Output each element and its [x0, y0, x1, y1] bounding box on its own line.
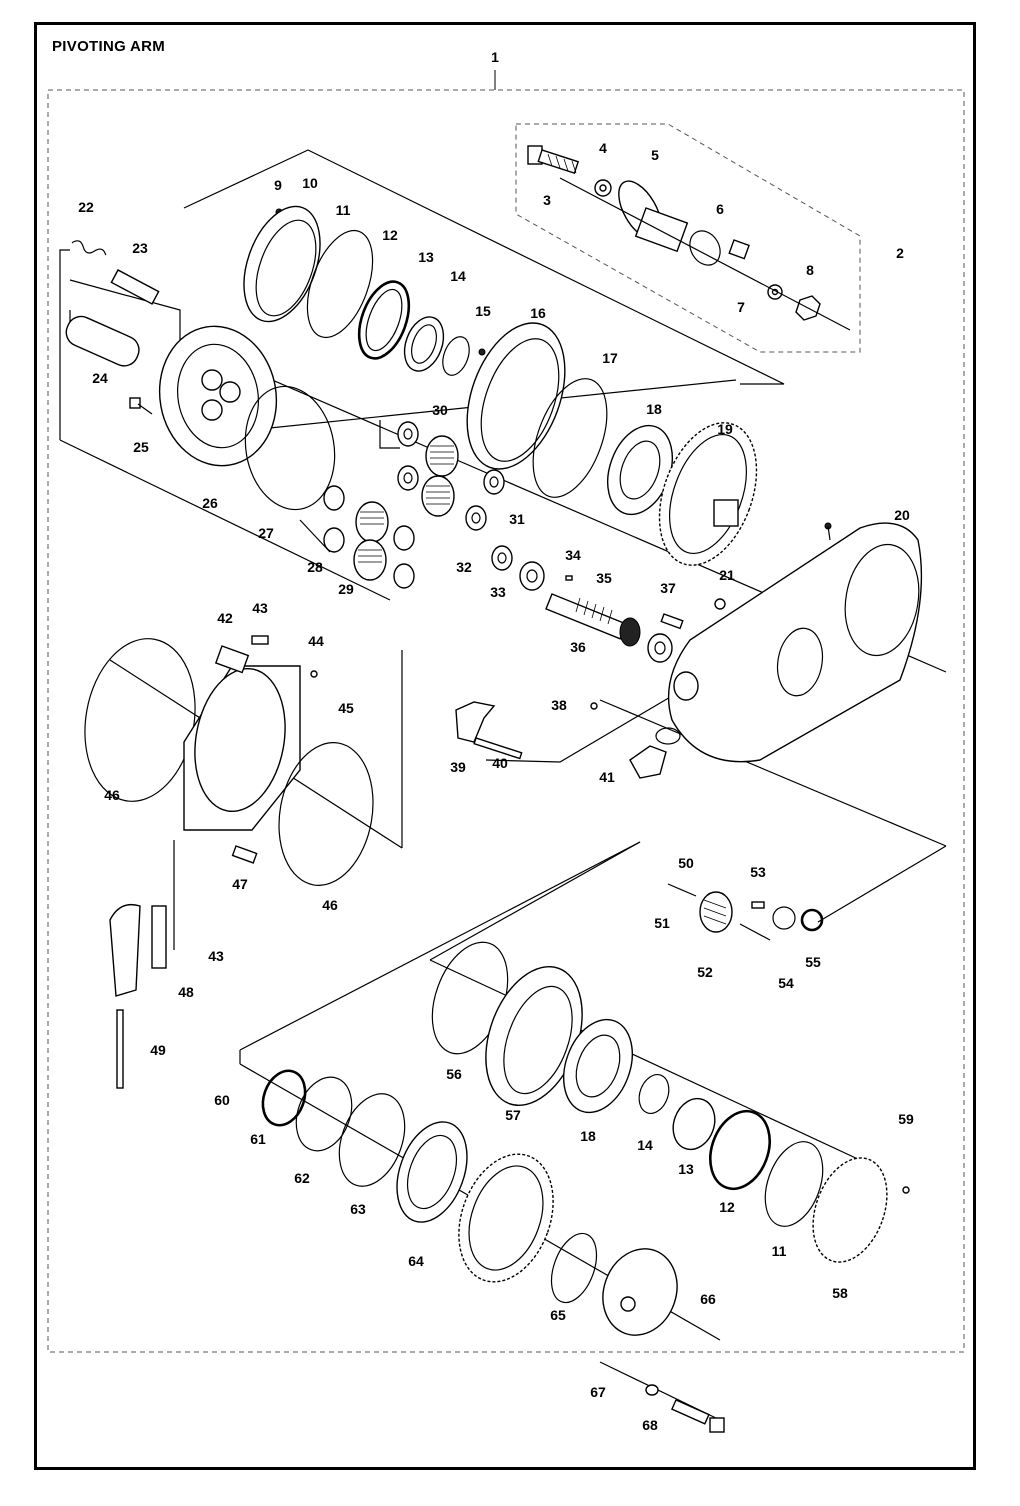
callout-label: 59: [898, 1111, 914, 1127]
callout-label: 54: [778, 975, 794, 991]
callout-label: 38: [551, 697, 567, 713]
callout-label: 40: [492, 755, 508, 771]
callout-label: 14: [450, 268, 466, 284]
callout-label: 15: [475, 303, 491, 319]
callout-label: 30: [432, 402, 448, 418]
callout-label: 49: [150, 1042, 166, 1058]
callout-label: 35: [596, 570, 612, 586]
callout-label: 19: [717, 421, 733, 437]
bearing-and-gear: [607, 422, 758, 566]
callout-label: 18: [580, 1128, 596, 1144]
callout-label: 37: [660, 580, 676, 596]
callout-label: 66: [700, 1291, 716, 1307]
callout-label: 64: [408, 1253, 424, 1269]
callout-label: 60: [214, 1092, 230, 1108]
callout-label: 28: [307, 559, 323, 575]
planet-gears: [323, 421, 505, 589]
callout-label: 27: [258, 525, 274, 541]
diagram-title: PIVOTING ARM: [52, 38, 166, 55]
callout-label: 47: [232, 876, 248, 892]
callout-label: 10: [302, 175, 318, 191]
callout-label: 2: [896, 245, 904, 261]
callout-label: 31: [509, 511, 525, 527]
callout-label: 44: [308, 633, 324, 649]
callout-label: 7: [737, 299, 745, 315]
lower-ring-train: [261, 941, 910, 1336]
knob-parts: [667, 883, 824, 941]
callout-label: 51: [654, 915, 670, 931]
callout-label: 46: [104, 787, 120, 803]
callout-label: 14: [637, 1137, 653, 1153]
callout-label: 17: [602, 350, 618, 366]
callout-label: 67: [590, 1384, 606, 1400]
callout-label: 12: [382, 227, 398, 243]
callout-label: 53: [750, 864, 766, 880]
callout-label: 34: [565, 547, 581, 563]
lever-parts: [455, 701, 681, 779]
callout-label: 24: [92, 370, 108, 386]
assembly-2-boundary: [515, 123, 861, 353]
output-shaft: [491, 545, 684, 710]
bottom-fasteners: [599, 1361, 725, 1433]
callout-label: 13: [418, 249, 434, 265]
callout-label: 39: [450, 759, 466, 775]
callout-label: 43: [252, 600, 268, 616]
callout-label: 1: [491, 49, 499, 65]
callout-label: 45: [338, 700, 354, 716]
callout-label: 4: [599, 140, 607, 156]
callout-label: 26: [202, 495, 218, 511]
callout-label: 41: [599, 769, 615, 785]
callout-label: 8: [806, 262, 814, 278]
callout-label: 29: [338, 581, 354, 597]
upper-rings: [243, 205, 608, 498]
callout-label: 55: [805, 954, 821, 970]
callout-label: 11: [336, 202, 351, 218]
callout-label: 65: [550, 1307, 566, 1323]
callout-label: 16: [530, 305, 546, 321]
callout-label: 25: [133, 439, 149, 455]
callout-label: 58: [832, 1285, 848, 1301]
callout-label: 12: [719, 1199, 735, 1215]
callout-label: 11: [772, 1243, 787, 1259]
callout-label: 32: [456, 559, 472, 575]
callout-label: 9: [274, 177, 282, 193]
callout-label: 3: [543, 192, 551, 208]
callout-label: 22: [78, 199, 94, 215]
callout-label: 21: [719, 567, 735, 583]
callout-label: 57: [505, 1107, 521, 1123]
left-upper-parts: [65, 240, 336, 511]
callout-label: 6: [716, 201, 724, 217]
callout-label: 46: [322, 897, 338, 913]
callout-label: 42: [217, 610, 233, 626]
callout-label: 33: [490, 584, 506, 600]
arm-housing: [667, 522, 923, 763]
callout-label: 18: [646, 401, 662, 417]
callout-label: 48: [178, 984, 194, 1000]
callout-label: 52: [697, 964, 713, 980]
callout-label: 61: [250, 1131, 266, 1147]
hub-subassembly: [527, 145, 851, 331]
callout-label: 43: [208, 948, 224, 964]
callout-label: 5: [651, 147, 659, 163]
flange-and-seals: [84, 635, 374, 1089]
callout-label: 63: [350, 1201, 366, 1217]
callout-label: 68: [642, 1417, 658, 1433]
callout-label: 56: [446, 1066, 462, 1082]
callout-label: 50: [678, 855, 694, 871]
callout-label: 13: [678, 1161, 694, 1177]
callout-label: 23: [132, 240, 148, 256]
callout-label: 20: [894, 507, 910, 523]
callout-label: 62: [294, 1170, 310, 1186]
callout-label: 36: [570, 639, 586, 655]
diagram-frame: [34, 22, 976, 1470]
